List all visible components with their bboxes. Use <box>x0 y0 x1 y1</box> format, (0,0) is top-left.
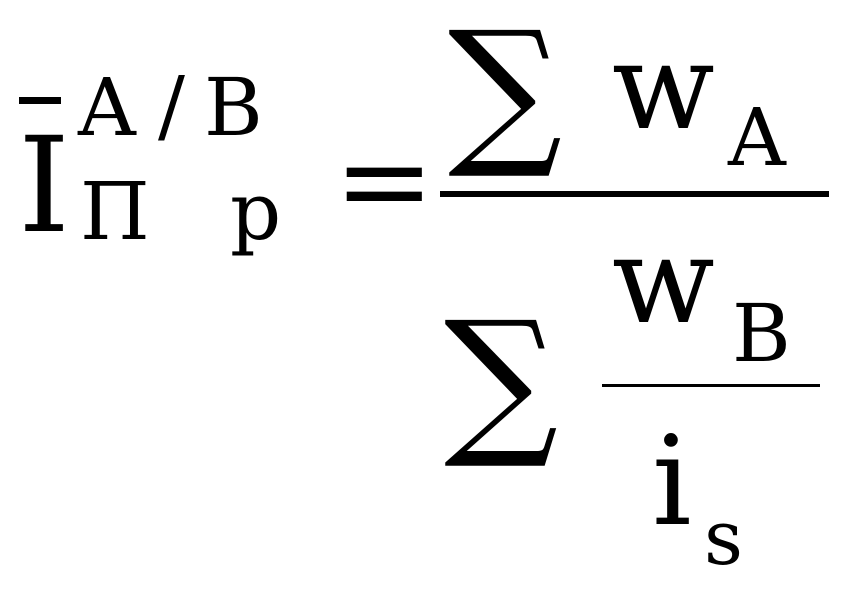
superscript-slash: / <box>158 59 185 152</box>
numerator-w-subscript-a: A <box>728 91 786 184</box>
inner-fraction-bar <box>602 384 820 387</box>
mean-bar-overline <box>19 97 61 104</box>
superscript-a: A <box>78 61 136 154</box>
inner-denominator-subscript-s: s <box>704 493 744 582</box>
inner-numerator-w: w <box>612 212 715 351</box>
numerator-sum-sign: ∑ <box>448 0 563 183</box>
subscript-p: p <box>230 165 282 258</box>
index-base-letter: I <box>18 109 71 263</box>
numerator-w: w <box>612 18 715 157</box>
inner-numerator-subscript-b: B <box>732 287 791 380</box>
superscript-b: B <box>204 61 263 154</box>
main-fraction-bar <box>440 191 829 197</box>
denominator-sum-sign: ∑ <box>444 286 559 473</box>
inner-denominator-i: i <box>652 410 692 554</box>
equals-sign: = <box>334 112 435 251</box>
subscript-pi: П <box>80 165 150 258</box>
